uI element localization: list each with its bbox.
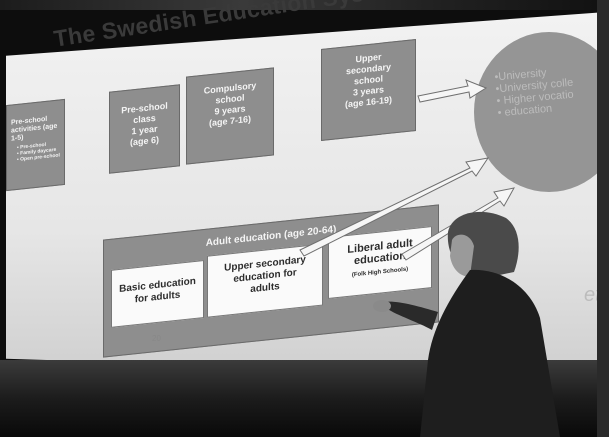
slide-number: 20 (152, 334, 161, 343)
arrow-upper-adult-to-higher (299, 157, 490, 257)
higher-education-circle (474, 32, 609, 192)
watermark-fragment: et (584, 284, 601, 306)
presenter-body (420, 269, 560, 437)
ceiling-band (0, 0, 609, 10)
presenter-face (450, 234, 474, 277)
right-wall (597, 0, 609, 437)
arrow-upper-to-higher (417, 79, 488, 103)
presenter-arm (384, 301, 438, 330)
presenter-hand (373, 300, 391, 312)
